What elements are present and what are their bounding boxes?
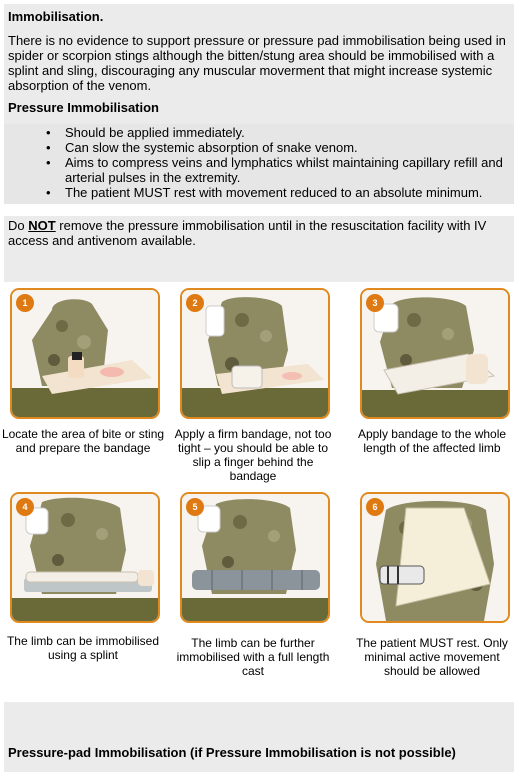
step-image-2: 2 (180, 288, 330, 419)
step-illustration-6 (362, 494, 508, 621)
step-caption-6: The patient MUST rest. Only minimal acti… (356, 636, 508, 678)
pressure-bullet-list: Should be applied immediately. Can slow … (46, 125, 510, 200)
step-number-2: 2 (186, 294, 204, 312)
section-title: Immobilisation. (8, 9, 104, 24)
warning-emphasis: NOT (28, 218, 56, 233)
bullet-item: Aims to compress veins and lymphatics wh… (46, 155, 510, 185)
step-illustration-3 (362, 290, 508, 417)
step-illustration-5 (182, 494, 328, 621)
pressure-pad-section: Pressure-pad Immobilisation (if Pressure… (4, 702, 514, 772)
bullet-item: The patient MUST rest with movement redu… (46, 185, 510, 200)
step-caption-4: The limb can be immobilised using a spli… (6, 634, 160, 662)
step-number-4: 4 (16, 498, 34, 516)
step-illustration-4 (12, 494, 158, 621)
pressure-title: Pressure Immobilisation (8, 100, 159, 115)
warning-pre: Do (8, 218, 29, 233)
pressure-bullets-panel: Should be applied immediately. Can slow … (4, 124, 514, 204)
step-caption-5: The limb can be further immobilised with… (176, 636, 330, 678)
immobilisation-section: Immobilisation. There is no evidence to … (4, 4, 514, 138)
pressure-pad-title: Pressure-pad Immobilisation (if Pressure… (8, 745, 456, 760)
step-image-5: 5 (180, 492, 330, 623)
warning-text: Do NOT remove the pressure immobilisatio… (8, 218, 508, 248)
steps-illustration-grid: 1 Locate the area of bite or sting and p… (2, 282, 514, 702)
step-illustration-1 (12, 290, 158, 417)
bullet-item: Can slow the systemic absorption of snak… (46, 140, 510, 155)
step-number-6: 6 (366, 498, 384, 516)
step-image-1: 1 (10, 288, 160, 419)
step-image-4: 4 (10, 492, 160, 623)
step-number-1: 1 (16, 294, 34, 312)
warning-post: remove the pressure immobilisation until… (8, 218, 487, 248)
step-caption-1: Locate the area of bite or sting and pre… (1, 427, 165, 455)
step-image-6: 6 (360, 492, 510, 623)
step-number-5: 5 (186, 498, 204, 516)
step-illustration-2 (182, 290, 328, 417)
intro-paragraph: There is no evidence to support pressure… (8, 33, 506, 93)
warning-panel: Do NOT remove the pressure immobilisatio… (4, 216, 514, 282)
bullet-item: Should be applied immediately. (46, 125, 510, 140)
step-caption-3: Apply bandage to the whole length of the… (357, 427, 507, 455)
step-image-3: 3 (360, 288, 510, 419)
step-caption-2: Apply a firm bandage, not too tight – yo… (174, 427, 332, 483)
step-number-3: 3 (366, 294, 384, 312)
